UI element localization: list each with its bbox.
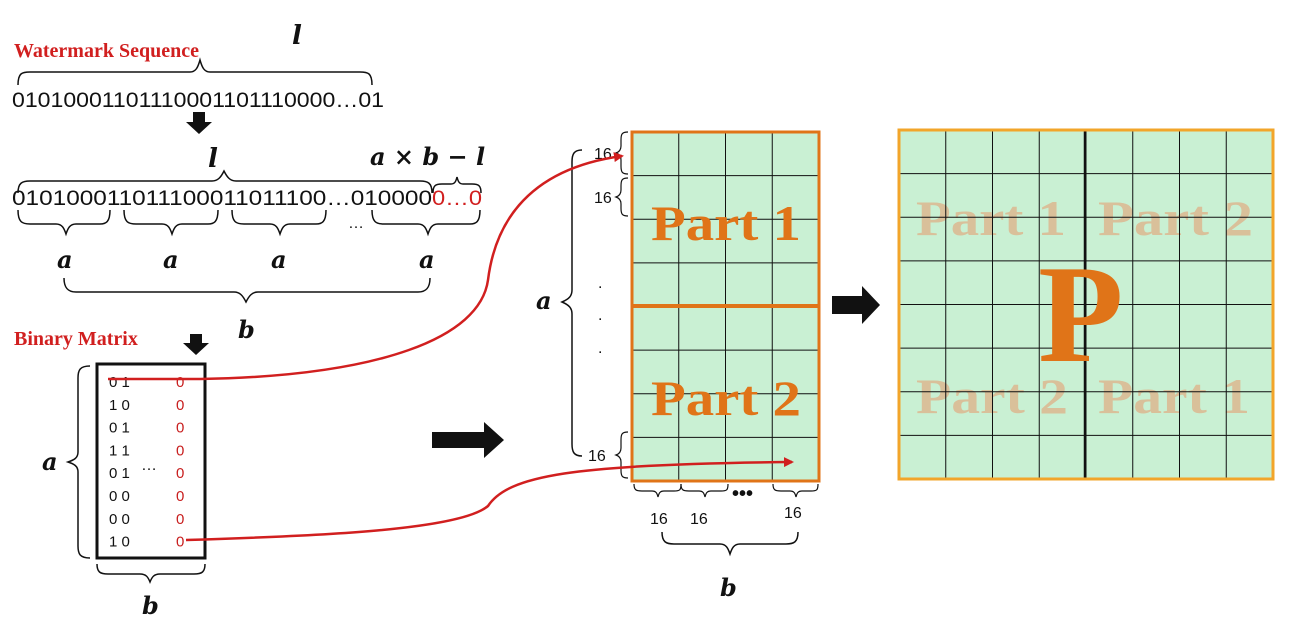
padded-sequence-bits: 010100011011100011011100…010000 bbox=[12, 187, 432, 210]
segment-label-a-2: a bbox=[163, 245, 179, 274]
binary-matrix-box bbox=[95, 362, 207, 560]
watermark-sequence-title: Watermark Sequence bbox=[14, 40, 199, 62]
matrix-row-pad: 0 bbox=[176, 534, 184, 551]
down-arrow-1 bbox=[186, 112, 212, 134]
brace-col-1 bbox=[633, 483, 682, 498]
brace-segment-1 bbox=[17, 209, 111, 237]
matrix-row-bits: 0 1 bbox=[109, 465, 130, 482]
brace-padding-top bbox=[432, 176, 482, 194]
row-size-2: 16 bbox=[594, 190, 612, 207]
segment-label-a-3: a bbox=[271, 245, 287, 274]
matrix-row-pad: 0 bbox=[176, 374, 184, 391]
length-label-l-2: l bbox=[208, 144, 218, 174]
final-grid-border bbox=[897, 128, 1275, 481]
brace-padded-top bbox=[17, 169, 433, 194]
vertical-dot-3: . bbox=[598, 340, 602, 357]
brace-grid-rows bbox=[560, 149, 583, 457]
matrix-cols-label-b: b bbox=[142, 591, 159, 620]
segment-ellipsis: … bbox=[348, 215, 364, 232]
matrix-rows-label-a: a bbox=[42, 447, 58, 476]
right-arrow-to-grid bbox=[432, 422, 504, 458]
column-dots: ••• bbox=[732, 483, 753, 505]
big-p-letter: P bbox=[1038, 237, 1124, 392]
segment-label-a-4: a bbox=[419, 245, 435, 274]
col-size-1: 16 bbox=[650, 511, 668, 528]
brace-matrix-cols bbox=[96, 563, 206, 585]
brace-sequence-top bbox=[17, 57, 373, 86]
brace-segment-4 bbox=[371, 209, 481, 237]
brace-col-2 bbox=[680, 483, 729, 498]
final-part-1-bottom: Part 1 bbox=[1098, 368, 1250, 424]
matrix-row-bits: 1 1 bbox=[109, 442, 130, 459]
length-label-l: l bbox=[292, 21, 302, 51]
brace-row-2 bbox=[614, 177, 629, 217]
padding-length-formula: a × b − l bbox=[370, 142, 485, 171]
brace-row-1 bbox=[614, 131, 629, 175]
watermark-sequence-bits: 01010001101110001101110000…01 bbox=[12, 89, 384, 112]
red-arrow-first-row bbox=[108, 152, 624, 381]
matrix-row-bits: 0 1 bbox=[109, 420, 130, 437]
red-arrow-last-row bbox=[185, 457, 794, 542]
part-2-label: Part 2 bbox=[651, 370, 801, 426]
padding-zeros: 0…0 bbox=[432, 187, 482, 210]
grid-cols-label-b: b bbox=[720, 573, 737, 602]
brace-col-last bbox=[772, 483, 819, 498]
brace-segment-2 bbox=[123, 209, 219, 237]
col-size-last: 16 bbox=[784, 505, 802, 522]
matrix-row-pad: 0 bbox=[176, 420, 184, 437]
vertical-dot-1: . bbox=[598, 275, 602, 292]
binary-matrix-title: Binary Matrix bbox=[14, 328, 138, 350]
brace-grid-cols bbox=[661, 531, 799, 557]
matrix-row-bits: 0 0 bbox=[109, 511, 130, 528]
matrix-row-pad: 0 bbox=[176, 397, 184, 414]
brace-row-last bbox=[614, 431, 629, 479]
vertical-dot-2: . bbox=[598, 307, 602, 324]
matrix-row-bits: 1 0 bbox=[109, 534, 130, 551]
brace-segments-b bbox=[63, 277, 431, 304]
matrix-row-pad: 0 bbox=[176, 488, 184, 505]
grid-rows-label-a: a bbox=[536, 286, 552, 315]
segment-label-a-1: a bbox=[57, 245, 73, 274]
right-arrow-to-final bbox=[832, 286, 880, 324]
columns-label-b: b bbox=[238, 315, 255, 344]
final-part-1-top: Part 1 bbox=[916, 190, 1066, 246]
down-arrow-2 bbox=[183, 334, 209, 355]
final-part-2-top: Part 2 bbox=[1098, 190, 1253, 246]
part-1-label: Part 1 bbox=[651, 195, 801, 251]
matrix-row-bits: 1 0 bbox=[109, 397, 130, 414]
matrix-row-bits: 0 1 bbox=[109, 374, 130, 391]
matrix-row-pad: 0 bbox=[176, 442, 184, 459]
binary-matrix-rows: 0 1 0 1 0 0 0 1 0 1 1 0 0 1 0 0 0 0 0 0 0 1 0 0 bbox=[109, 374, 184, 551]
row-size-last: 16 bbox=[588, 448, 606, 465]
matrix-row-pad: 0 bbox=[176, 465, 184, 482]
matrix-row-pad: 0 bbox=[176, 511, 184, 528]
col-size-2: 16 bbox=[690, 511, 708, 528]
brace-segment-3 bbox=[231, 209, 327, 237]
brace-matrix-rows bbox=[65, 365, 91, 559]
matrix-row-bits: 0 0 bbox=[109, 488, 130, 505]
matrix-ellipsis: … bbox=[141, 457, 157, 474]
